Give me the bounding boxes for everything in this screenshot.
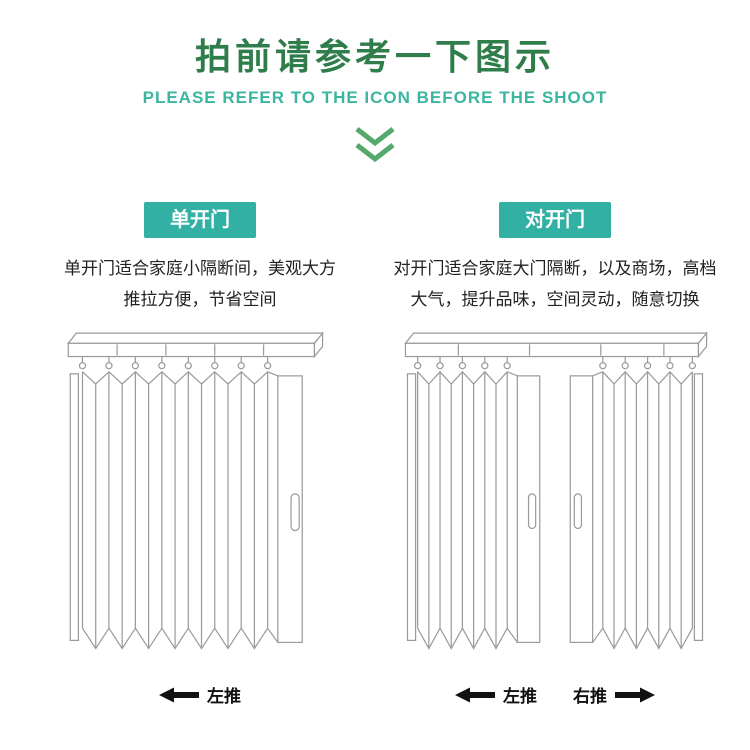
right-leaf-pleats [602,371,704,650]
single-door-section: 单开门 单开门适合家庭小隔断间，美观大方 推拉方便，节省空间 [40,202,360,707]
door-hangers [413,356,697,370]
door-lead-stile [266,371,303,644]
left-leaf-pleats [406,371,508,650]
double-door-desc-line1: 对开门适合家庭大门隔断，以及商场，高档 [393,259,717,278]
chevron-down-icon [0,126,750,169]
push-left-group: 左推 [455,682,537,707]
push-left-label: 左推 [503,687,537,707]
push-right-label: 右推 [573,687,607,707]
double-door-description: 对开门适合家庭大门隔断，以及商场，高档 大气，提升品味，空间灵动，随意切换 [394,254,717,315]
push-right-group: 右推 [573,682,655,707]
single-door-desc-line2: 推拉方便，节省空间 [123,289,277,309]
double-door-diagram [404,331,708,650]
double-door-badge: 对开门 [499,202,611,238]
door-track [66,331,324,359]
single-door-badge: 单开门 [144,202,256,238]
single-door-desc-line1: 单开门适合家庭小隔断间，美观大方 [64,259,336,278]
door-handle-icon [289,493,300,532]
door-handle-icon [527,493,537,530]
single-door-description: 单开门适合家庭小隔断间，美观大方 推拉方便，节省空间 [64,254,336,315]
push-left-arrow-icon [159,687,199,703]
right-leaf-stile [569,371,604,644]
push-left-group: 左推 [159,682,241,707]
push-left-arrow-icon [455,687,495,703]
push-right-arrow-icon [615,687,655,703]
double-door-push-row: 左推 右推 [455,682,655,707]
single-door-diagram [66,331,324,650]
single-door-push-row: 左推 [159,682,241,707]
door-hangers [78,356,271,370]
partial-bottom-text: 测量安装尺寸图 [0,737,750,750]
page-title: 拍前请参考一下图示 [194,36,555,77]
page-subtitle: PLEASE REFER TO THE ICON BEFORE THE SHOO… [142,88,608,107]
door-track [404,331,708,359]
double-door-section: 对开门 对开门适合家庭大门隔断，以及商场，高档 大气，提升品味，空间灵动，随意切… [385,202,725,707]
double-door-desc-line2: 大气，提升品味，空间灵动，随意切换 [410,289,700,309]
left-leaf-stile [506,371,541,644]
door-pleats [69,371,268,650]
push-left-label: 左推 [207,687,241,707]
door-handle-icon [573,493,583,530]
